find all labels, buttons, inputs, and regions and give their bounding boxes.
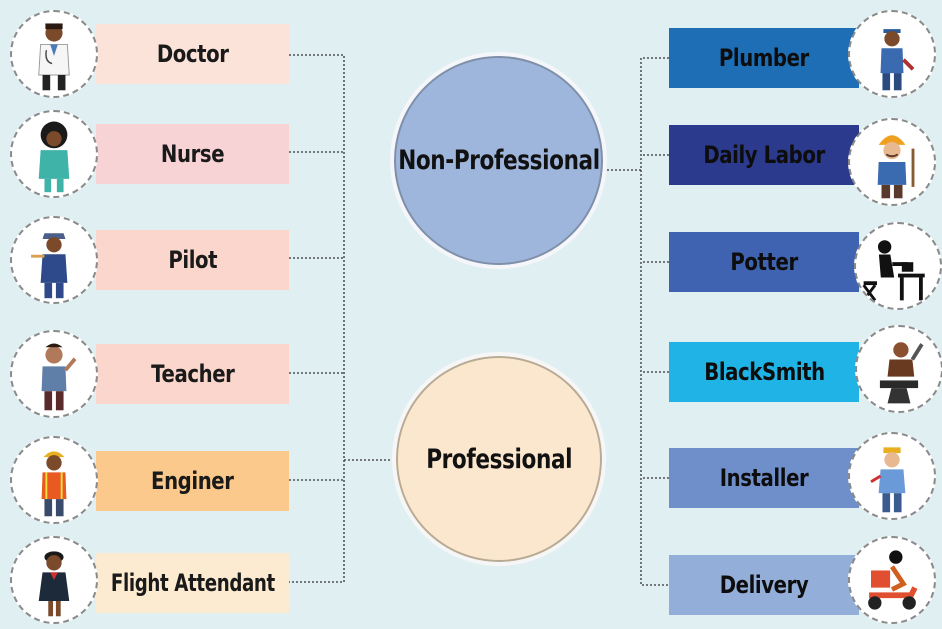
job-box-plumber: Plumber: [669, 28, 859, 88]
job-box-potter: Potter: [669, 232, 859, 292]
job-box-doctor: Doctor: [96, 24, 289, 84]
job-label-delivery: Delivery: [719, 571, 809, 599]
job-box-nurse: Nurse: [96, 124, 289, 184]
job-box-daily-labor: Daily Labor: [669, 125, 859, 185]
installer-icon: [848, 432, 936, 520]
plumber-icon: [848, 10, 936, 98]
non-professional-hub: Non-Professional: [390, 52, 607, 269]
job-label-nurse: Nurse: [160, 140, 225, 168]
job-box-engineer: Enginer: [96, 451, 289, 511]
job-label-blacksmith: BlackSmith: [703, 358, 825, 386]
hub-label-non-professional: Non-Professional: [397, 145, 600, 176]
job-label-doctor: Doctor: [156, 40, 229, 68]
construction-worker-icon: [848, 118, 936, 206]
job-label-installer: Installer: [719, 464, 809, 492]
job-label-potter: Potter: [730, 248, 798, 276]
job-box-pilot: Pilot: [96, 230, 289, 290]
job-label-pilot: Pilot: [168, 246, 217, 274]
nurse-icon: [10, 110, 98, 198]
professional-hub: Professional: [392, 352, 606, 566]
pilot-icon: [10, 216, 98, 304]
flight-attendant-icon: [10, 536, 98, 624]
job-box-delivery: Delivery: [669, 555, 859, 615]
teacher-icon: [10, 330, 98, 418]
job-box-blacksmith: BlackSmith: [669, 342, 859, 402]
job-label-flight-attendant: Flight Attendant: [110, 569, 275, 597]
job-label-daily-labor: Daily Labor: [703, 141, 825, 169]
job-box-flight-attendant: Flight Attendant: [96, 553, 289, 613]
job-box-installer: Installer: [669, 448, 859, 508]
doctor-icon: [10, 10, 98, 98]
job-box-teacher: Teacher: [96, 344, 289, 404]
job-label-engineer: Enginer: [151, 467, 234, 495]
potter-icon: [854, 222, 942, 310]
hub-label-professional: Professional: [426, 443, 572, 475]
blacksmith-icon: [855, 325, 942, 413]
job-label-teacher: Teacher: [150, 360, 235, 388]
delivery-icon: [848, 536, 936, 624]
engineer-icon: [10, 436, 98, 524]
job-label-plumber: Plumber: [719, 44, 809, 72]
